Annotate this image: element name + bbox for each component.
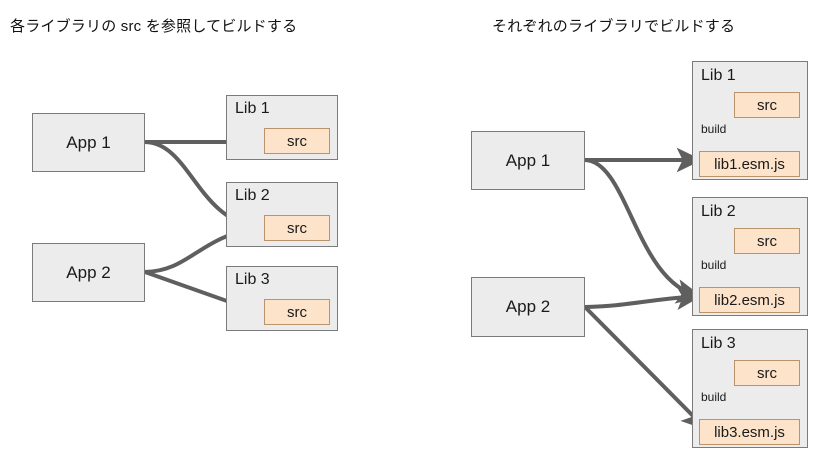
left-lib-3-label: Lib 3: [235, 271, 270, 288]
right-app-2[interactable]: App 2: [471, 277, 585, 337]
right-lib-2-src[interactable]: src: [734, 228, 800, 254]
left-panel-title: 各ライブラリの src を参照してビルドする: [10, 18, 298, 35]
edge-rapp2-lib2esm: [584, 285, 703, 310]
edge-rapp2-lib3esm: [583, 305, 708, 431]
right-lib-1-src[interactable]: src: [734, 92, 800, 118]
right-lib-2-build-label: build: [701, 258, 727, 272]
right-lib-2-label: Lib 2: [701, 203, 736, 220]
left-app-2[interactable]: App 2: [32, 243, 145, 302]
right-lib-3-output[interactable]: lib3.esm.js: [699, 419, 800, 445]
right-lib-3-label: Lib 3: [701, 335, 736, 352]
right-lib-1-build-label: build: [701, 122, 727, 136]
left-lib-2-src[interactable]: src: [264, 215, 330, 241]
edge-rapp1-lib2esm: [584, 158, 703, 304]
right-panel-title: それぞれのライブラリでビルドする: [492, 18, 736, 35]
right-app-1[interactable]: App 1: [471, 131, 585, 190]
right-lib-2-output[interactable]: lib2.esm.js: [699, 287, 800, 313]
right-lib-1-label: Lib 1: [701, 67, 736, 84]
right-lib-3-src[interactable]: src: [734, 360, 800, 386]
right-lib-1-output[interactable]: lib1.esm.js: [699, 151, 800, 177]
left-lib-2-label: Lib 2: [235, 187, 270, 204]
right-lib-3-build-label: build: [701, 390, 727, 404]
left-app-1[interactable]: App 1: [32, 113, 145, 172]
left-lib-3-src[interactable]: src: [264, 299, 330, 325]
left-lib-1-label: Lib 1: [235, 100, 270, 117]
left-lib-1-src[interactable]: src: [264, 128, 330, 154]
